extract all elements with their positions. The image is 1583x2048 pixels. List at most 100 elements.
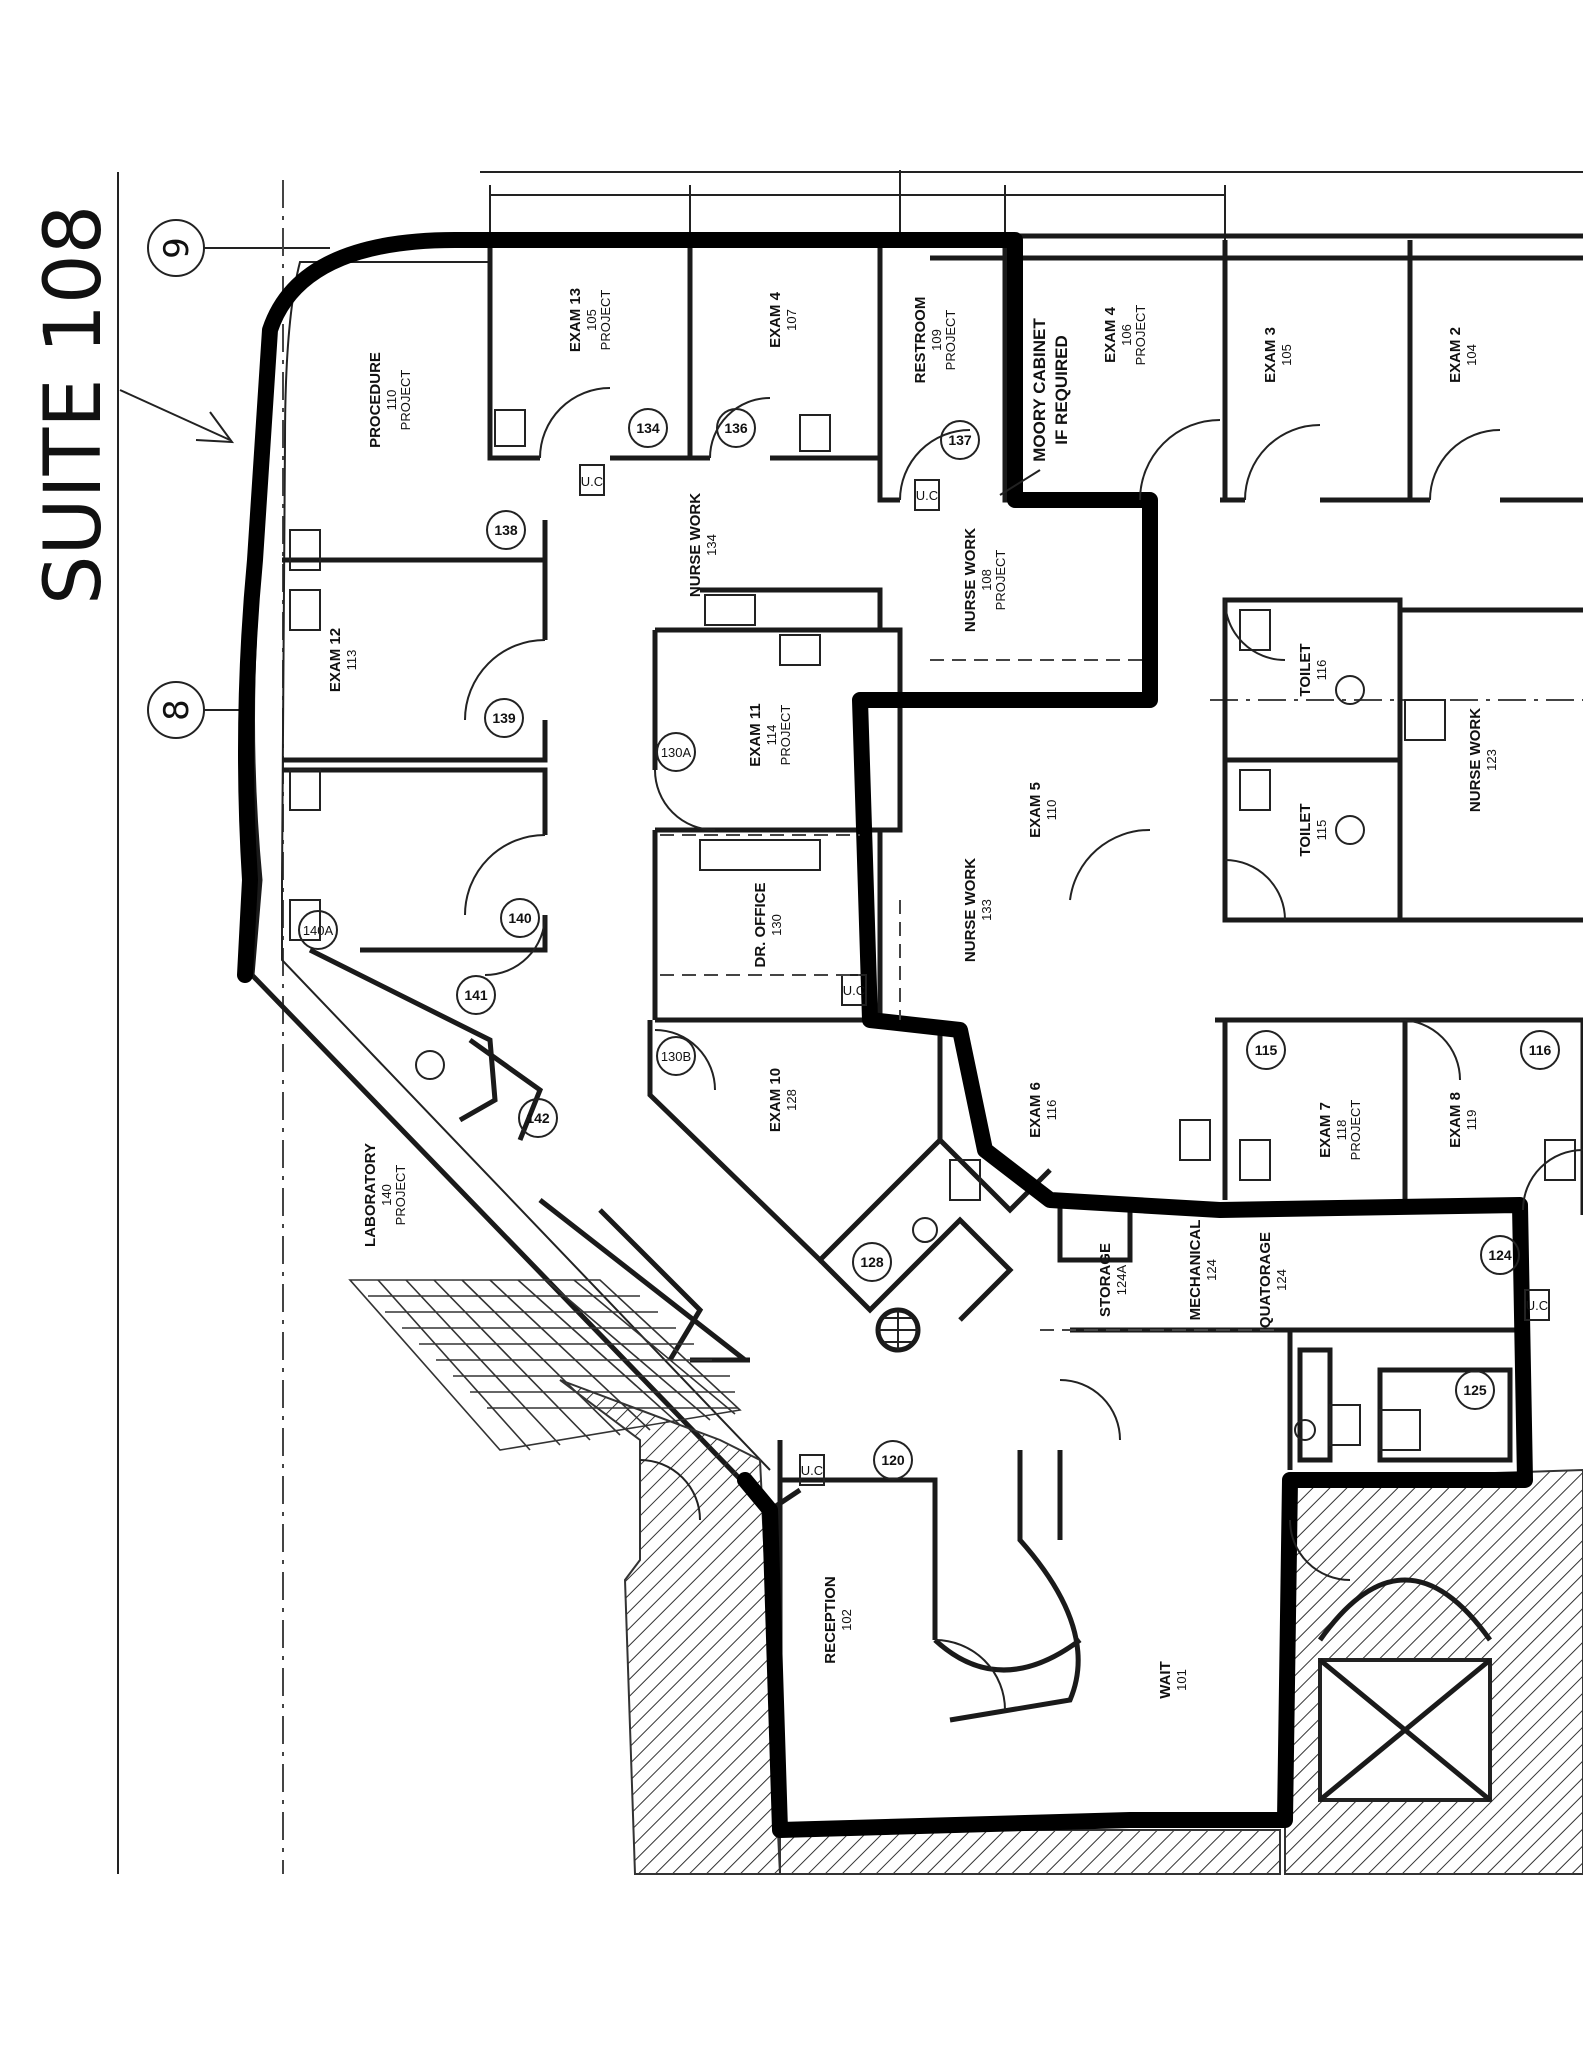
svg-text:140A: 140A: [303, 923, 334, 938]
room-exam5: EXAM 5 110: [1027, 782, 1059, 838]
door-tag: 139: [484, 698, 524, 738]
svg-text:123: 123: [1484, 749, 1499, 771]
top-room-walls: [487, 240, 1583, 503]
stair-grid: [348, 1279, 742, 1451]
svg-text:105: 105: [584, 309, 599, 331]
small-tag: U.C: [1524, 1289, 1550, 1321]
svg-text:TOILET: TOILET: [1297, 803, 1314, 856]
room-exam8: EXAM 8 119: [1447, 1092, 1479, 1148]
room-drsoffice: DR. OFFICE 130: [752, 883, 784, 968]
svg-text:RECEPTION: RECEPTION: [822, 1576, 839, 1664]
cabinet-note: MOORY CABINET IF REQUIRED: [1030, 318, 1071, 462]
svg-text:NURSE WORK: NURSE WORK: [962, 528, 979, 632]
door-tag: 142: [518, 1098, 558, 1138]
room-toilet1: TOILET 116: [1297, 643, 1329, 696]
cabinet-leader: [999, 469, 1041, 496]
grid-bubble-8-label: 8: [157, 699, 197, 721]
svg-text:104: 104: [1464, 344, 1479, 366]
svg-text:136: 136: [724, 420, 748, 436]
svg-text:EXAM 12: EXAM 12: [327, 628, 344, 692]
small-tags: U.C U.C U.C U.C U.C: [579, 464, 1550, 1486]
room-nurse134: NURSE WORK 134: [687, 493, 719, 597]
svg-text:MECHANICAL: MECHANICAL: [1187, 1220, 1204, 1321]
room-wait: WAIT 101: [1157, 1661, 1189, 1699]
outer-wall-inner: [281, 261, 771, 1471]
suite-boundary: [237, 232, 1533, 1838]
svg-text:119: 119: [1464, 1110, 1479, 1131]
svg-text:101: 101: [1174, 1669, 1189, 1691]
svg-text:PROJECT: PROJECT: [1348, 1100, 1363, 1161]
door-tag: 130A: [656, 732, 696, 772]
grid-bubble-9-label: 9: [157, 237, 197, 259]
svg-text:U.C: U.C: [1526, 1298, 1548, 1313]
room-exam6: EXAM 6 116: [1027, 1082, 1059, 1138]
room-nurse3: NURSE WORK 123: [1467, 708, 1499, 812]
svg-text:EXAM 2: EXAM 2: [1447, 327, 1464, 383]
svg-text:EXAM 5: EXAM 5: [1027, 782, 1044, 838]
room-exam11: EXAM 11 114 PROJECT: [747, 703, 793, 766]
room-nurse108: NURSE WORK 108 PROJECT: [962, 528, 1008, 632]
door-tag: 115: [1246, 1030, 1286, 1070]
suite-arrowhead: [195, 411, 235, 444]
door-swings: [464, 387, 1583, 1711]
door-tag: 138: [486, 510, 526, 550]
room-exam3: EXAM 3 105: [1262, 327, 1294, 383]
svg-text:EXAM 13: EXAM 13: [567, 288, 584, 352]
svg-text:138: 138: [494, 522, 518, 538]
exterior-hatch-west: [559, 1379, 782, 1875]
door-tag: 128: [852, 1242, 892, 1282]
svg-text:116: 116: [1314, 660, 1329, 681]
svg-text:106: 106: [1119, 324, 1134, 346]
svg-text:133: 133: [979, 899, 994, 921]
svg-text:PROJECT: PROJECT: [778, 705, 793, 766]
room-exam12: EXAM 12 113: [327, 628, 359, 692]
svg-text:PROJECT: PROJECT: [1133, 305, 1148, 366]
svg-text:NURSE WORK: NURSE WORK: [1467, 708, 1484, 812]
svg-text:EXAM 7: EXAM 7: [1317, 1102, 1334, 1158]
svg-text:115: 115: [1314, 820, 1329, 841]
dimension-ticks: [489, 170, 1226, 240]
svg-text:EXAM 3: EXAM 3: [1262, 327, 1279, 383]
door-tag: 136: [716, 408, 756, 448]
svg-text:130: 130: [769, 914, 784, 936]
svg-text:124: 124: [1204, 1259, 1219, 1281]
room-reception: RECEPTION 102: [822, 1576, 854, 1664]
svg-text:EXAM 11: EXAM 11: [747, 703, 764, 766]
svg-text:116: 116: [1044, 1100, 1059, 1121]
svg-text:108: 108: [979, 569, 994, 591]
small-tag: U.C: [579, 464, 605, 496]
svg-text:134: 134: [704, 534, 719, 556]
svg-text:105: 105: [1279, 344, 1294, 366]
svg-text:QUATORAGE: QUATORAGE: [1257, 1232, 1274, 1328]
svg-text:107: 107: [784, 309, 799, 331]
room-exam4b: EXAM 4 106 PROJECT: [1102, 305, 1148, 366]
reception-walls: [777, 1440, 1082, 1830]
svg-text:NURSE WORK: NURSE WORK: [962, 858, 979, 962]
left-room-walls: [282, 520, 548, 953]
svg-text:124: 124: [1274, 1269, 1289, 1291]
suite-title: SUITE 108: [29, 205, 119, 605]
svg-text:EXAM 10: EXAM 10: [767, 1068, 784, 1132]
svg-text:140: 140: [508, 910, 532, 926]
door-tag: 141: [456, 975, 496, 1015]
svg-text:EXAM 6: EXAM 6: [1027, 1082, 1044, 1138]
svg-text:U.C: U.C: [843, 983, 865, 998]
room-lab: LABORATORY 140 PROJECT: [362, 1143, 408, 1247]
elevator: [1317, 1577, 1493, 1802]
fixtures: [289, 409, 1576, 1451]
svg-text:U.C: U.C: [801, 1463, 823, 1478]
svg-text:134: 134: [636, 420, 660, 436]
exam-11-walls: [647, 1020, 943, 1264]
east-room-walls: [1215, 597, 1583, 1215]
svg-text:U.C: U.C: [916, 488, 938, 503]
svg-text:116: 116: [1529, 1042, 1552, 1058]
svg-text:PROJECT: PROJECT: [398, 370, 413, 431]
room-exam2: EXAM 2 104: [1447, 327, 1479, 383]
svg-text:102: 102: [839, 1609, 854, 1631]
svg-text:139: 139: [492, 710, 516, 726]
door-tag: 125: [1455, 1370, 1495, 1410]
svg-text:NURSE WORK: NURSE WORK: [687, 493, 704, 597]
door-tag: 130B: [656, 1036, 696, 1076]
svg-text:130B: 130B: [661, 1049, 691, 1064]
